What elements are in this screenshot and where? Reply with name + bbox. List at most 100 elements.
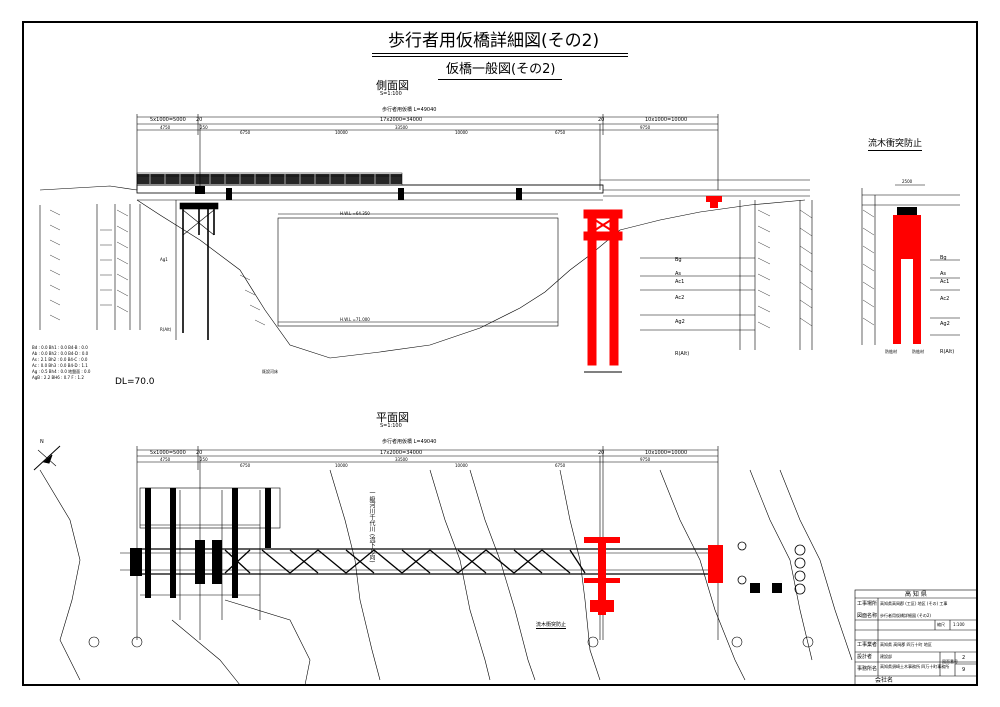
- plan-view-scale: S=1:100: [380, 423, 402, 429]
- plan-driftwood-label: 流木衝突防止: [536, 622, 567, 629]
- side-left-wall-hatch: [49, 209, 813, 329]
- stratum-as: As: [675, 271, 682, 277]
- right-stratum-ac1: Ac1: [940, 279, 950, 285]
- plan-red-pier: [584, 537, 723, 615]
- side-dim-2: 250: [200, 125, 208, 130]
- right-stratum-as: As: [940, 271, 947, 277]
- right-note-2: 防舷材: [912, 349, 924, 354]
- right-red-pier: [893, 207, 921, 344]
- plan-dim-7: 9750: [640, 457, 651, 462]
- right-stratum-ag2: Ag2: [940, 321, 950, 327]
- tb-k-location: 工事場所: [857, 601, 878, 607]
- side-dim-5: 10000: [455, 130, 468, 135]
- plan-span-1: 5x1000=5000: [150, 450, 186, 456]
- right-view-label: 流木衝突防止: [868, 139, 923, 151]
- plan-dim-total: 33500: [395, 457, 408, 462]
- plan-dim-3: 6750: [240, 463, 251, 468]
- title-underline: [372, 53, 628, 57]
- tb-v-location: 高知県高岡郡 (工区) 地区 (その) 工事: [880, 601, 948, 606]
- side-left-piers: [182, 205, 215, 340]
- side-dim-1: 4750: [160, 125, 171, 130]
- north-label: N: [40, 439, 44, 445]
- plan-view-label: 平面図: [376, 411, 409, 424]
- side-legend-row-1: Bd : 0.0 Bh1 : 0.0 B4-B : 0.0: [32, 345, 88, 350]
- tb-v-designer: 建設部: [880, 654, 892, 659]
- side-span-4: 20: [598, 117, 605, 123]
- tb-k-designer: 設計者: [857, 654, 873, 660]
- plan-dim-6: 6750: [555, 463, 566, 468]
- side-view-label: 側面図: [376, 79, 409, 92]
- tb-k-contractor: 工事業者: [857, 642, 878, 648]
- tb-company: 会社名: [875, 677, 894, 684]
- plan-span-2: 20: [196, 450, 203, 456]
- side-ag1: Ag1: [160, 257, 168, 262]
- plan-left-supports: [130, 488, 782, 598]
- side-dim-total: 33500: [395, 125, 408, 130]
- side-span-5: 10x1000=10000: [645, 117, 688, 123]
- right-view-drawing: [861, 184, 960, 345]
- side-ground-label: 既設河床: [262, 369, 278, 374]
- subtitle-underline: [438, 79, 562, 80]
- side-railing-posts: [149, 174, 391, 184]
- right-stratum-ac2: Ac2: [940, 296, 950, 302]
- side-dim-7: 9750: [640, 125, 651, 130]
- side-view-scale: S=1:100: [380, 91, 402, 97]
- plan-axis-markers: [88, 636, 814, 648]
- tb-sheet-total: 9: [962, 667, 966, 673]
- tb-v-contractor: 高知県 高岡郡 四万十町 地区: [880, 642, 932, 647]
- stratum-ac1: Ac1: [675, 279, 685, 285]
- side-ralt: R(Alt): [160, 327, 172, 332]
- tb-k-office: 事務所名: [857, 666, 878, 672]
- right-note-1: 防舷材: [885, 349, 897, 354]
- stratum-ag2: Ag2: [675, 319, 685, 325]
- right-stratum-rock: R(Alt): [940, 349, 955, 355]
- plan-span-5: 10x1000=10000: [645, 450, 688, 456]
- side-terrain: [39, 185, 813, 359]
- side-girder-blocks: [195, 186, 522, 200]
- plan-span-3: 17x2000=34000: [380, 450, 423, 456]
- stratum-rock: R(Alt): [675, 351, 690, 357]
- side-left-pier-bracing: [179, 202, 219, 236]
- right-view-dim: 2500: [902, 179, 913, 184]
- plan-dim-4: 10000: [335, 463, 348, 468]
- tb-k-name: 図面名称: [857, 613, 878, 619]
- north-arrow-icon: [33, 445, 61, 471]
- side-lwl: H.W.L =71.000: [340, 317, 370, 322]
- drawing-subtitle: 仮橋一般図(その2): [446, 62, 556, 77]
- plan-right-piles: [737, 541, 806, 595]
- tb-sheet-no: 2: [962, 655, 966, 661]
- tb-v-scale: 1:100: [953, 622, 965, 627]
- side-legend-row-2: Ab : 0.0 Bh2 : 0.0 B4-D : 0.0: [32, 351, 89, 356]
- side-legend-row-4: Ac : 0.0 Bh3 : 0.0 B4-D : 1.1: [32, 363, 88, 368]
- plan-dim-5: 10000: [455, 463, 468, 468]
- plan-view-drawing: [39, 446, 853, 686]
- side-legend-row-3: As : 2.1 Bh2 : 0.0 B4-C : 0.0: [32, 357, 88, 362]
- side-dim-4: 10000: [335, 130, 348, 135]
- plan-dim-1: 4750: [160, 457, 171, 462]
- side-railing-hatch: [137, 174, 402, 184]
- drawing-title: 歩行者用仮橋詳細図(その2): [388, 31, 600, 51]
- sheet-border: [22, 21, 978, 686]
- plan-dim-2: 250: [200, 457, 208, 462]
- side-red-device: [706, 196, 722, 208]
- tb-org: 高 知 県: [905, 591, 927, 598]
- tb-sheet-label: 図面番号: [942, 659, 958, 664]
- side-dim-6: 6750: [555, 130, 566, 135]
- plan-river-text: 一級河川千代川 (流下方向): [368, 490, 375, 563]
- tb-k-scale: 縮尺: [937, 622, 945, 627]
- right-stratum-bg: Bg: [940, 255, 947, 261]
- tb-v-name: 歩行者用仮橋詳細図 (その2): [880, 613, 931, 618]
- side-legend-row-6: AgB : 2.2 BH6 : 0.7 F : 1.2: [32, 375, 84, 380]
- side-dim-3: 6750: [240, 130, 251, 135]
- stratum-ac2: Ac2: [675, 295, 685, 301]
- side-hwl: H.W.L =64.350: [340, 211, 370, 216]
- plan-span-4: 20: [598, 450, 605, 456]
- plan-bridge-length: 歩行者用仮橋 L=49040: [382, 439, 437, 445]
- side-red-pier: [583, 209, 623, 366]
- title-block-grid: [854, 589, 978, 686]
- side-span-1: 5x1000=5000: [150, 117, 186, 123]
- side-left-dim-labels: [100, 229, 112, 306]
- side-dl: DL=70.0: [115, 377, 155, 387]
